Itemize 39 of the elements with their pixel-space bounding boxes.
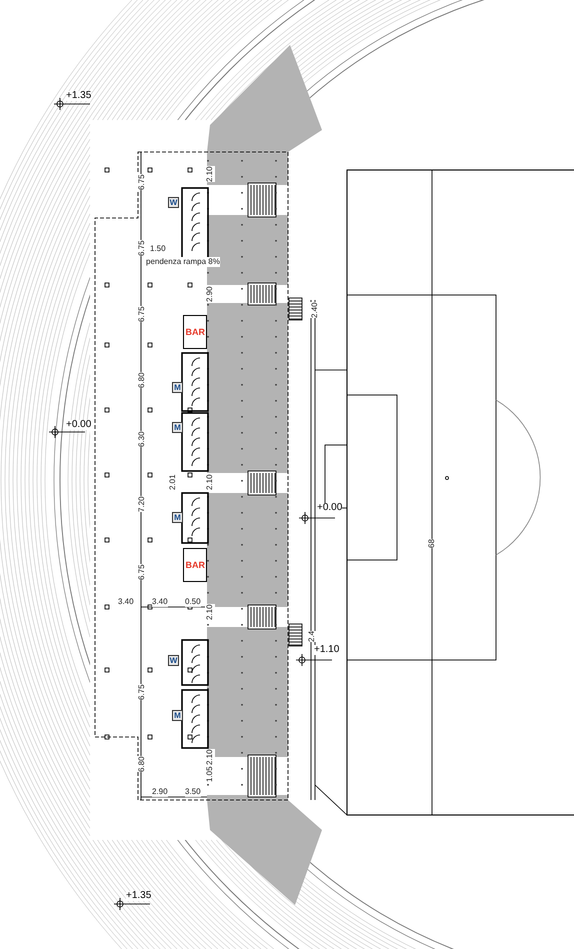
dimension-label: 1.05 [205, 766, 215, 782]
dimension-label: 2.4 [307, 630, 317, 642]
dimension-label: 6.75 [137, 306, 147, 322]
dimension-label: 2.40 [310, 302, 320, 318]
dimension-label: 6.80 [137, 756, 147, 772]
dimension-label: 6.80 [137, 372, 147, 388]
room-sign: W [168, 655, 179, 666]
dimension-label: 2.10 [205, 474, 215, 490]
bar-counter: BAR [183, 548, 207, 582]
dimension-label: 3.40 [152, 597, 168, 607]
dimension-label: 2.90 [205, 286, 215, 302]
dimension-label: 3.40 [118, 597, 134, 607]
dimension-label: 68 [427, 539, 437, 548]
dimension-label: 6.75 [137, 564, 147, 580]
room-sign: M [172, 422, 183, 433]
dimension-label: 6.30 [137, 431, 147, 447]
dimension-label: 2.10 [205, 604, 215, 620]
room-sign: M [172, 710, 183, 721]
room-sign: M [172, 382, 183, 393]
dimension-label: 6.75 [137, 240, 147, 256]
bar-counter: BAR [183, 315, 207, 349]
dimension-label: 2.10 [205, 749, 215, 765]
dimension-label: 2.90 [152, 787, 168, 797]
dimension-label: 2.01 [168, 474, 178, 490]
level-label: +1.35 [126, 891, 152, 901]
level-label: +1.35 [66, 91, 92, 101]
dimension-label: 1.50 [150, 244, 166, 254]
dimension-label: 3.50 [185, 787, 201, 797]
note-text: pendenza rampa 8% [146, 257, 220, 267]
level-label: +0.00 [66, 420, 92, 430]
dimension-label: 7.20 [137, 496, 147, 512]
level-label: +1.10 [314, 645, 340, 655]
room-sign: W [168, 197, 179, 208]
dimension-label: 2.10 [205, 166, 215, 182]
dimension-label: 6.75 [137, 174, 147, 190]
dimension-label: 6.75 [137, 684, 147, 700]
room-sign: M [172, 512, 183, 523]
level-label: +0.00 [317, 503, 342, 513]
dimension-label: 0.50 [185, 597, 201, 607]
